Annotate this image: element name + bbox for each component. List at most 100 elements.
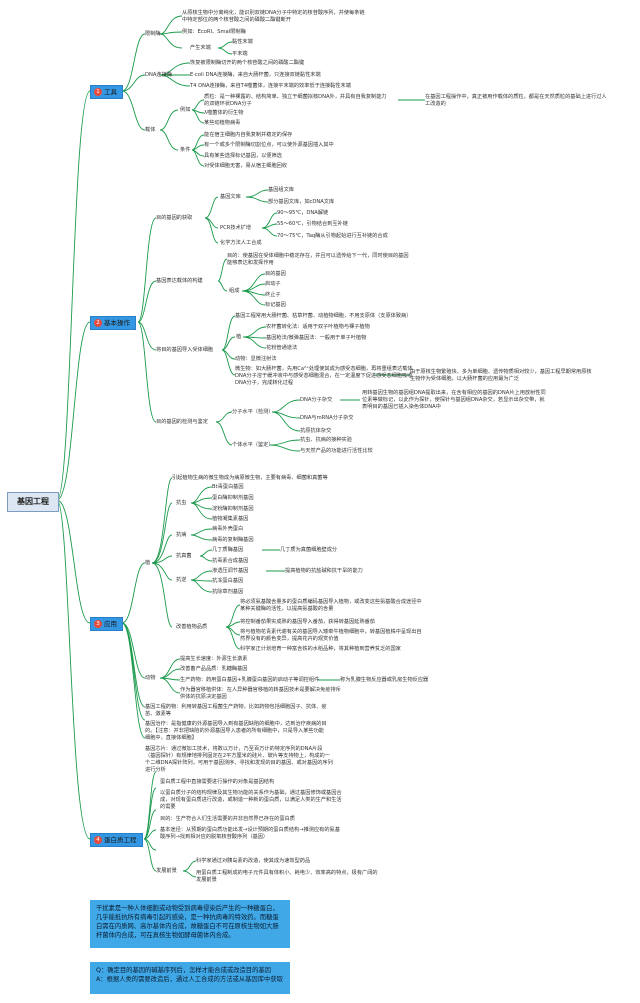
node-text: 渗透压调节基因 xyxy=(212,568,249,574)
node-text: 抗虫 xyxy=(176,500,187,506)
category-label: 工具 xyxy=(104,88,117,96)
node-text: 基本途径：从预期的蛋白质功能出发→设计预期的蛋白质结构→推测应有的氨基 xyxy=(160,827,340,833)
node-text: 进行分析 xyxy=(145,767,166,773)
node-text: 抗除草剂基因 xyxy=(212,589,244,595)
node-text: 改善植物品质 xyxy=(176,624,208,630)
node-text: DNA分子杂交 xyxy=(300,397,333,403)
node-text: 的需要 xyxy=(160,804,176,810)
node-text: 植物凝集素基因 xyxy=(212,516,249,522)
node-text: 能在宿主细胞内自我复制并稳定的保存 xyxy=(204,132,293,138)
node-text: DNA分子溶于缓冲液中与感受态细胞混合，在一定温度下促进感受态细胞吸收 xyxy=(235,373,413,379)
node-text: E·coli DNA连接酶，来自大肠杆菌，只连接双链黏性末端 xyxy=(190,72,321,78)
node-text: 改善畜产品品质：乳糖酶基因 xyxy=(180,666,248,672)
node-text: 花粉管通道法 xyxy=(266,345,298,351)
node-text: 某种关键酶的活性，以提高氨基酸的含量 xyxy=(240,606,334,612)
node-note: 生物作为受体细胞，以大肠杆菌的应用最为广泛 xyxy=(410,376,519,382)
number-badge-icon: 4 xyxy=(94,836,102,844)
number-badge-icon: 2 xyxy=(94,319,102,327)
node-note: 由于原核生物繁殖快、多为单细胞、遗传物质相对较少，基因工程早期常用原核 xyxy=(410,369,592,375)
node-vector: 载体 xyxy=(145,127,156,133)
number-badge-icon: 3 xyxy=(94,620,102,628)
node-text: 几丁质酶基因 xyxy=(212,547,244,553)
node-text: 平末端 xyxy=(232,51,248,57)
node-note: 几丁质为真菌细胞壁成分 xyxy=(280,547,338,553)
node-text: 中特定部位的两个核苷酸之间的磷酸二酯键断开 xyxy=(182,17,291,23)
node-note: 用转基因生物的基因组DNA提取出来，在含有相应的基因的DNA片上用放射性同 xyxy=(362,390,546,396)
node-text: 细胞中，直接体细胞】 xyxy=(145,735,197,741)
node-text: 能够表达和发挥作用 xyxy=(227,260,274,266)
node-text: 与天然产品的功能进行活性比较 xyxy=(300,448,373,454)
node-text: 产生末端 xyxy=(190,45,211,51)
node-text: 病毒的复制酶基因 xyxy=(212,537,254,543)
node-text: 基因工程药物：利用转基因工程菌生产药物，比如药物包括细胞因子、抗体、疫 xyxy=(145,704,327,710)
node-text: 基因文库 xyxy=(220,194,241,200)
category-label: 蛋白质工程 xyxy=(104,836,137,844)
node-detect: 目的基因的检测与鉴定 xyxy=(156,419,208,425)
node-text: λ噬菌体的衍生物 xyxy=(204,110,244,116)
node-text: 分子水平（检测） xyxy=(232,409,274,415)
node-text: 微生物：如大肠杆菌，先用Ca²⁺处理使其成为感受态细胞，再将重组表达载体 xyxy=(235,366,413,372)
node-introduce: 将目的基因导入受体细胞 xyxy=(156,347,214,353)
node-text: 抗冻蛋白基因 xyxy=(212,578,244,584)
node-text: 然界没有的颜色变异，提高花卉的观赏价值 xyxy=(240,636,339,642)
node-text: （基因探针）有规律地排列固定在2平方厘米的硅片、玻片等支持物上，构成的一 xyxy=(145,753,330,759)
node-note: 位素等做标记，以此作为探针，使探针与基因组DNA杂交，若显示出杂交带，就 xyxy=(362,397,545,403)
node-text: 动物：显微注射法 xyxy=(235,356,277,362)
node-text: 个二维DNA探针阵列，可用于基因测序、寻找和发现的目的基因、或对基因的序列 xyxy=(145,760,333,766)
node-text: 发展前景 xyxy=(196,877,217,883)
node-obtain-gene: 目的基因的获取 xyxy=(156,215,193,221)
node-text: 将必须氨基酸含量多的蛋白质编码基因导入植物，或改变这些氨基酸合成途径中 xyxy=(240,599,422,605)
root-topic: 基因工程 xyxy=(7,492,59,512)
node-text: 科学家正计划培育一种富含铁的水稻品种，将其种植到营养贫乏的国家 xyxy=(240,646,401,652)
node-text: 标记基因 xyxy=(265,302,286,308)
node-note: 表明目的基因已插入染色体DNA中 xyxy=(362,404,441,410)
node-plant: 植 xyxy=(145,560,151,566)
node-text: PCR技术扩增 xyxy=(220,225,252,231)
node-text: 的双链环状DNA分子 xyxy=(204,101,252,107)
node-text: 基因工程常用大肠杆菌、枯草杆菌、动植物细胞，不用支原体（支原体致病） xyxy=(235,313,412,319)
node-text: 基因治疗：是指健康的外源基因导入到有基因缺陷的细胞中，达到治疗疾病的目 xyxy=(145,721,327,727)
node-text: 抗毒素合成基因 xyxy=(212,558,249,564)
category-label: 应用 xyxy=(104,620,117,628)
node-text: 蛋白质工程中直接需要进行操作的对象是基因结构 xyxy=(160,779,275,785)
node-text: 蛋白酶抑制剂基因 xyxy=(212,495,254,501)
node-text: 从原核生物中分离纯化，能识别双链DNA分子中特定的核苷酸序列，并使每条链 xyxy=(182,10,365,16)
node-text: 例如：EcoRI、SmaI限制酶 xyxy=(182,29,246,35)
node-text: 基因枪法/微弹基因法：一般用于单子叶植物 xyxy=(266,335,367,341)
node-text: 有一个或多个限制酶切割位点，可以使外源基因插入其中 xyxy=(204,142,334,148)
category-label: 基本操作 xyxy=(104,319,130,327)
node-text: 90～95℃，DNA解链 xyxy=(277,210,329,216)
node-text: 某些动植物病毒 xyxy=(204,120,241,126)
node-text: 以蛋白质分子的结构规律及其生物功能的关系作为基础，通过基因修饰或基因合 xyxy=(160,790,342,796)
node-text: 供体的抗原决定基因 xyxy=(180,694,227,700)
node-text: 55～60℃，引物结合到互补链 xyxy=(277,221,348,227)
node-text: T4 DNA连接酶，来自T4噬菌体，连接平末端的效率低于连接黏性末端 xyxy=(190,83,351,89)
node-text: 70～75℃，Taq酶从引物起始进行互补链的合成 xyxy=(277,233,388,239)
node-text: 抗病 xyxy=(176,532,187,538)
node-text: 淀粉酶抑制剂基因 xyxy=(212,506,254,512)
node-build-vector: 基因表达载体的构建 xyxy=(156,278,203,284)
node-text: 引起植物生病的微生物成为病原微生物，主要有病毒、细菌和真菌等 xyxy=(172,475,328,481)
node-text: 科学家通过对胰岛素的改造，使其成为速效型药品 xyxy=(196,858,311,864)
node-text: 抗逆 xyxy=(176,577,187,583)
node-text: 化学方法人工合成 xyxy=(220,240,262,246)
node-text: Bt毒蛋白基因 xyxy=(212,484,244,490)
node-text: DNA与mRNA分子杂交 xyxy=(300,415,354,421)
node-text: 苗、激素等 xyxy=(145,711,171,717)
qa-note: Q：确定目的基因的碱基序列后，怎样才能合成或改造目的基因 A：根据人类的需要改造… xyxy=(90,962,290,994)
node-text: 目的：使基因在受体细胞中稳定存在，并且可以遗传给下一代，同时使目的基因 xyxy=(227,253,409,259)
node-text: 个体水平（鉴定） xyxy=(232,442,274,448)
node-text: 生产药物：药用蛋白基因+乳腺蛋白基因的启动子等调控组件 xyxy=(180,677,320,683)
node-text: 恢复被限制酶切开的两个核苷酸之间的磷酸二酯键 xyxy=(190,60,305,66)
node-dna-ligase: DNA连接酶 xyxy=(145,72,172,78)
node-text: 病毒外壳蛋白 xyxy=(212,526,244,532)
node-text: 抗原抗体杂交 xyxy=(300,428,332,434)
node-text: 农杆菌转化法：适用于双子叶植物与裸子植物 xyxy=(266,324,370,330)
node-text: 将与植物花青素代谢有关的基因导入矮牵牛植物细胞中，转基因植株中呈现出自 xyxy=(240,629,422,635)
node-text: 将控制番茄果实成熟的基因导入番茄，获得转基因延熟番茄 xyxy=(240,619,375,625)
node-text: 质粒：是一种裸露的、结构简单、独立于细菌拟核DNA外，并具有自我复制能力 xyxy=(204,94,387,100)
